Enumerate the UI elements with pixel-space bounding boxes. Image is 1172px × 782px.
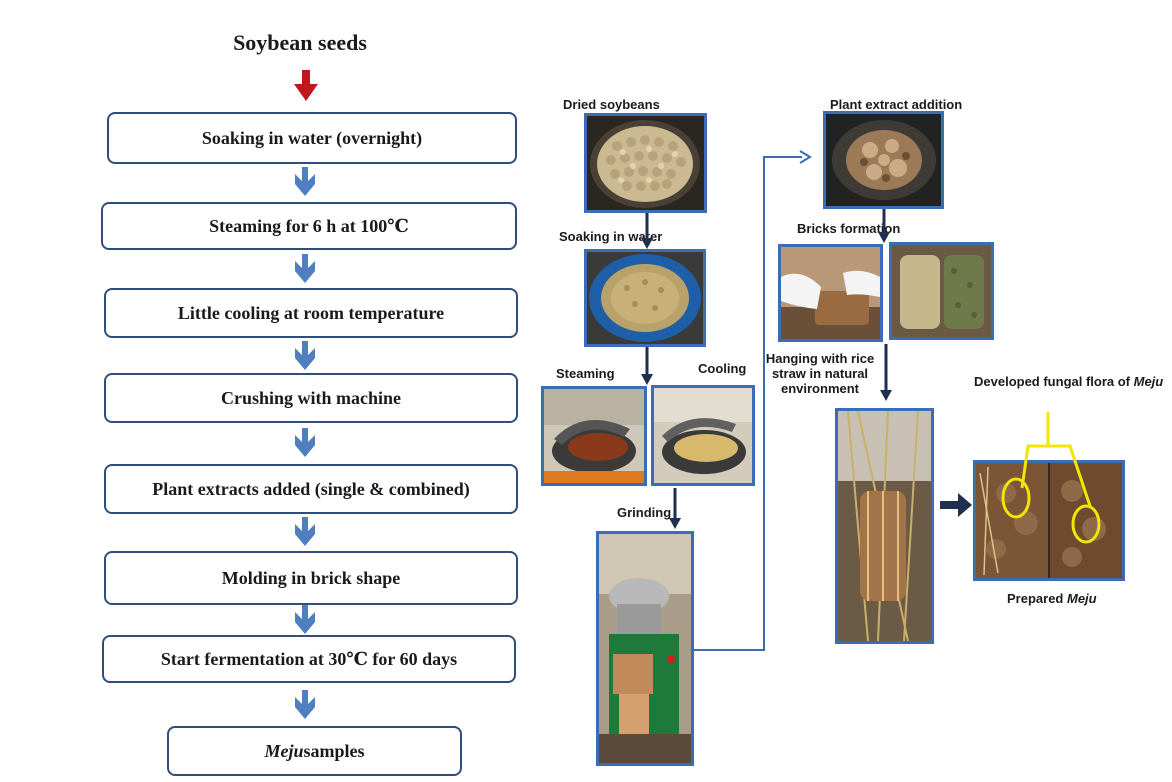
label-steaming: Steaming <box>556 366 615 381</box>
photo-prepared-meju <box>973 460 1125 581</box>
step-steaming: Steaming for 6 h at 100℃ <box>101 202 517 250</box>
photo-cooling <box>651 385 755 486</box>
fungal-meju-italic: Meju <box>1133 374 1164 389</box>
fungal-flora-text: Developed fungal flora of <box>974 374 1134 389</box>
step-soaking: Soaking in water (overnight) <box>107 112 517 164</box>
photo-grinding <box>596 531 694 766</box>
step-crushing: Crushing with machine <box>104 373 518 423</box>
photo-soaking <box>584 249 706 347</box>
label-grinding: Grinding <box>617 505 672 520</box>
step-plant-extracts: Plant extracts added (single & combined) <box>104 464 518 514</box>
label-hanging: Hanging with rice straw in natural envir… <box>765 351 875 396</box>
label-cooling: Cooling <box>698 361 747 376</box>
label-plant-extract: Plant extract addition <box>830 97 963 112</box>
step-cooling: Little cooling at room temperature <box>104 288 518 338</box>
label-bricks: Bricks formation <box>797 221 901 236</box>
photo-steaming <box>541 386 647 486</box>
step-meju-samples: Meju samples <box>167 726 462 776</box>
chevron-down-icon <box>295 428 315 457</box>
chevron-down-icon <box>295 690 315 719</box>
photo-bricks-hands <box>778 244 883 342</box>
prepared-meju-italic: Meju <box>1066 591 1097 606</box>
samples-text: samples <box>303 740 365 761</box>
label-fungal-flora: Developed fungal flora of Meju <box>974 374 1163 389</box>
step-fermentation: Start fermentation at 30℃ for 60 days <box>102 635 516 683</box>
step-molding: Molding in brick shape <box>104 551 518 605</box>
meju-italic-text: Meju <box>264 740 304 761</box>
chevron-down-icon <box>295 517 315 546</box>
label-soaking: Soaking in water <box>559 229 663 244</box>
chevron-down-icon <box>295 254 315 283</box>
chevron-down-icon <box>295 167 315 196</box>
photo-dried-soybeans <box>584 113 707 213</box>
label-prepared-meju: Prepared Meju <box>1007 591 1097 606</box>
photo-plant-extract <box>823 111 944 209</box>
prepared-text: Prepared <box>1007 591 1067 606</box>
flowchart-title: Soybean seeds <box>233 30 367 55</box>
photo-bricks <box>889 242 994 340</box>
red-down-arrow-icon <box>294 70 318 101</box>
photo-hanging <box>835 408 934 644</box>
chevron-down-icon <box>295 605 315 634</box>
label-dried-soybeans: Dried soybeans <box>563 97 660 112</box>
chevron-down-icon <box>295 341 315 370</box>
